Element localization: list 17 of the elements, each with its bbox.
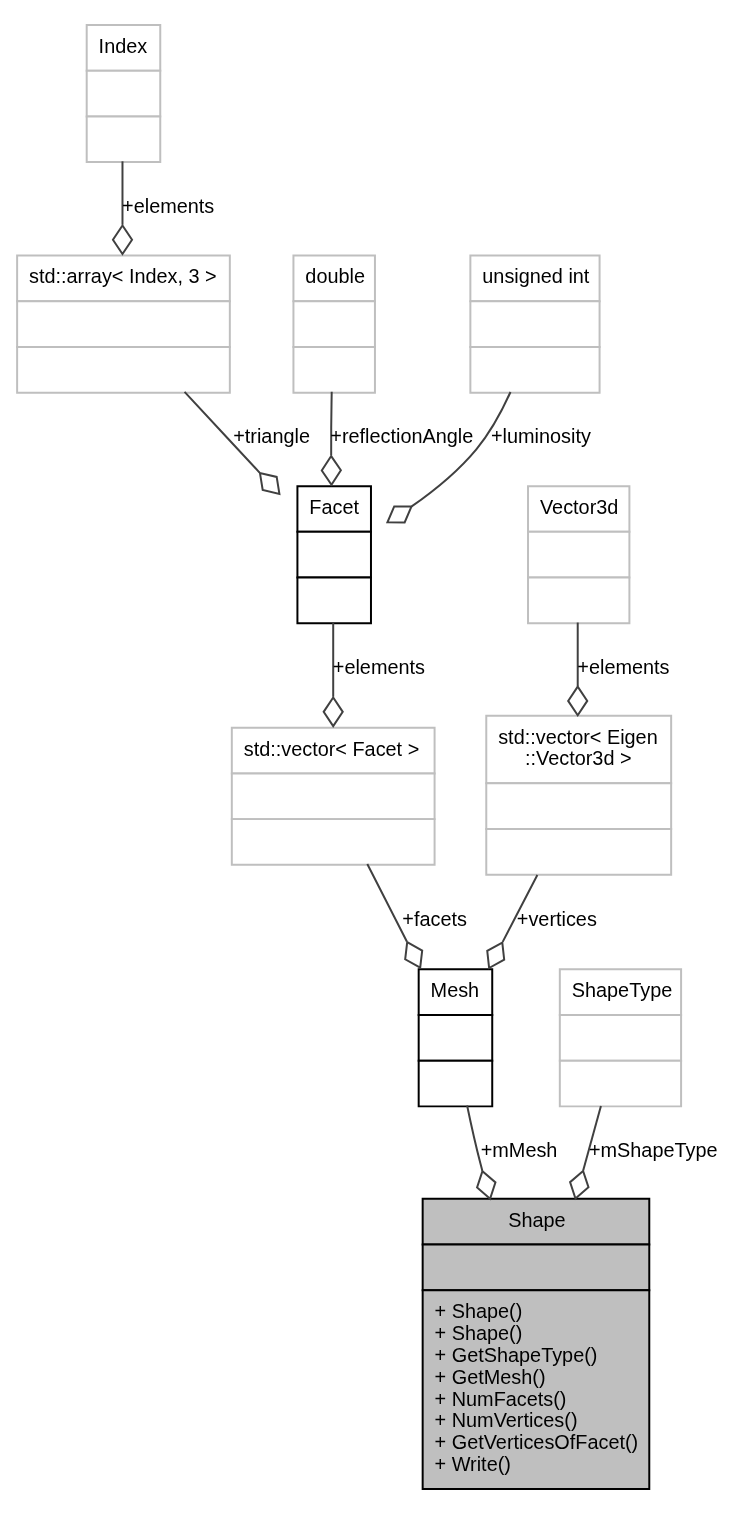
connector [466, 1104, 497, 1201]
edge-label: +elements [577, 656, 670, 678]
connector [566, 621, 589, 717]
connector [366, 863, 424, 970]
edge-label: +mMesh [480, 1139, 558, 1162]
edge-label: +luminosity [490, 425, 591, 448]
edge-label: +triangle [233, 425, 310, 448]
edge-label: +facets [402, 908, 467, 931]
connector [111, 160, 134, 256]
edge-label: +elements [122, 194, 215, 217]
connector [486, 874, 539, 970]
connector [322, 621, 344, 728]
connector [568, 1105, 602, 1201]
connector [320, 390, 343, 487]
connector [183, 390, 281, 496]
edge-label: +mShapeType [588, 1139, 718, 1162]
edge-label: +vertices [516, 908, 597, 931]
